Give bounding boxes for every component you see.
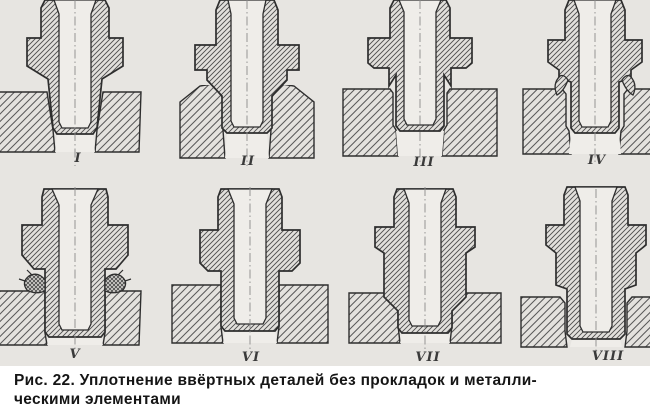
drilled-hole <box>55 134 95 152</box>
figure-caption-line2: ческими элементами <box>14 391 181 408</box>
seal-element-left <box>555 76 568 96</box>
panel-label-1: I <box>74 151 82 166</box>
housing-left <box>172 285 223 343</box>
drilled-hole <box>569 133 621 154</box>
housing-left <box>521 297 567 347</box>
section-drawing-2 <box>166 0 328 172</box>
drilled-hole <box>225 133 269 158</box>
housing-right <box>269 84 314 158</box>
figure-caption: Рис. 22. Уплотнение ввёртных деталей без… <box>0 366 650 412</box>
housing-left <box>0 92 55 152</box>
bore <box>228 0 266 127</box>
housing-left <box>523 89 571 154</box>
housing-right <box>103 291 141 345</box>
figure-caption-line1: Рис. 22. Уплотнение ввёртных деталей без… <box>14 372 538 389</box>
section-drawing-4 <box>514 0 650 172</box>
panel-label-8: VIII <box>591 349 625 364</box>
panel-label-6: VI <box>241 350 261 365</box>
seal-squeeze-marks-right <box>118 270 131 281</box>
section-drawing-8 <box>515 185 650 355</box>
panel-label-7: VII <box>415 350 441 365</box>
panel-label-5: V <box>69 347 81 362</box>
housing-left <box>180 84 225 158</box>
housing-right <box>619 89 650 154</box>
drilled-hole <box>396 131 444 156</box>
seal-squeeze-marks-left <box>19 270 32 281</box>
seal-element-right <box>622 76 635 96</box>
housing-left <box>343 89 398 156</box>
section-drawing-5 <box>0 185 156 355</box>
housing-right <box>95 92 141 152</box>
section-drawing-6 <box>169 185 331 355</box>
bore <box>574 0 616 127</box>
section-drawing-1 <box>0 0 156 172</box>
panel-label-3: III <box>413 155 435 170</box>
housing-right <box>277 285 328 343</box>
panel-label-2: II <box>240 154 256 169</box>
housing-right <box>625 297 650 347</box>
section-drawing-7 <box>344 185 506 355</box>
seal-element-left <box>24 274 45 293</box>
bore <box>54 0 96 128</box>
housing-right <box>442 89 497 156</box>
panel-label-4: IV <box>587 153 607 168</box>
seal-element-right <box>105 274 126 293</box>
housing-left <box>0 291 47 345</box>
section-drawing-3 <box>339 0 501 172</box>
